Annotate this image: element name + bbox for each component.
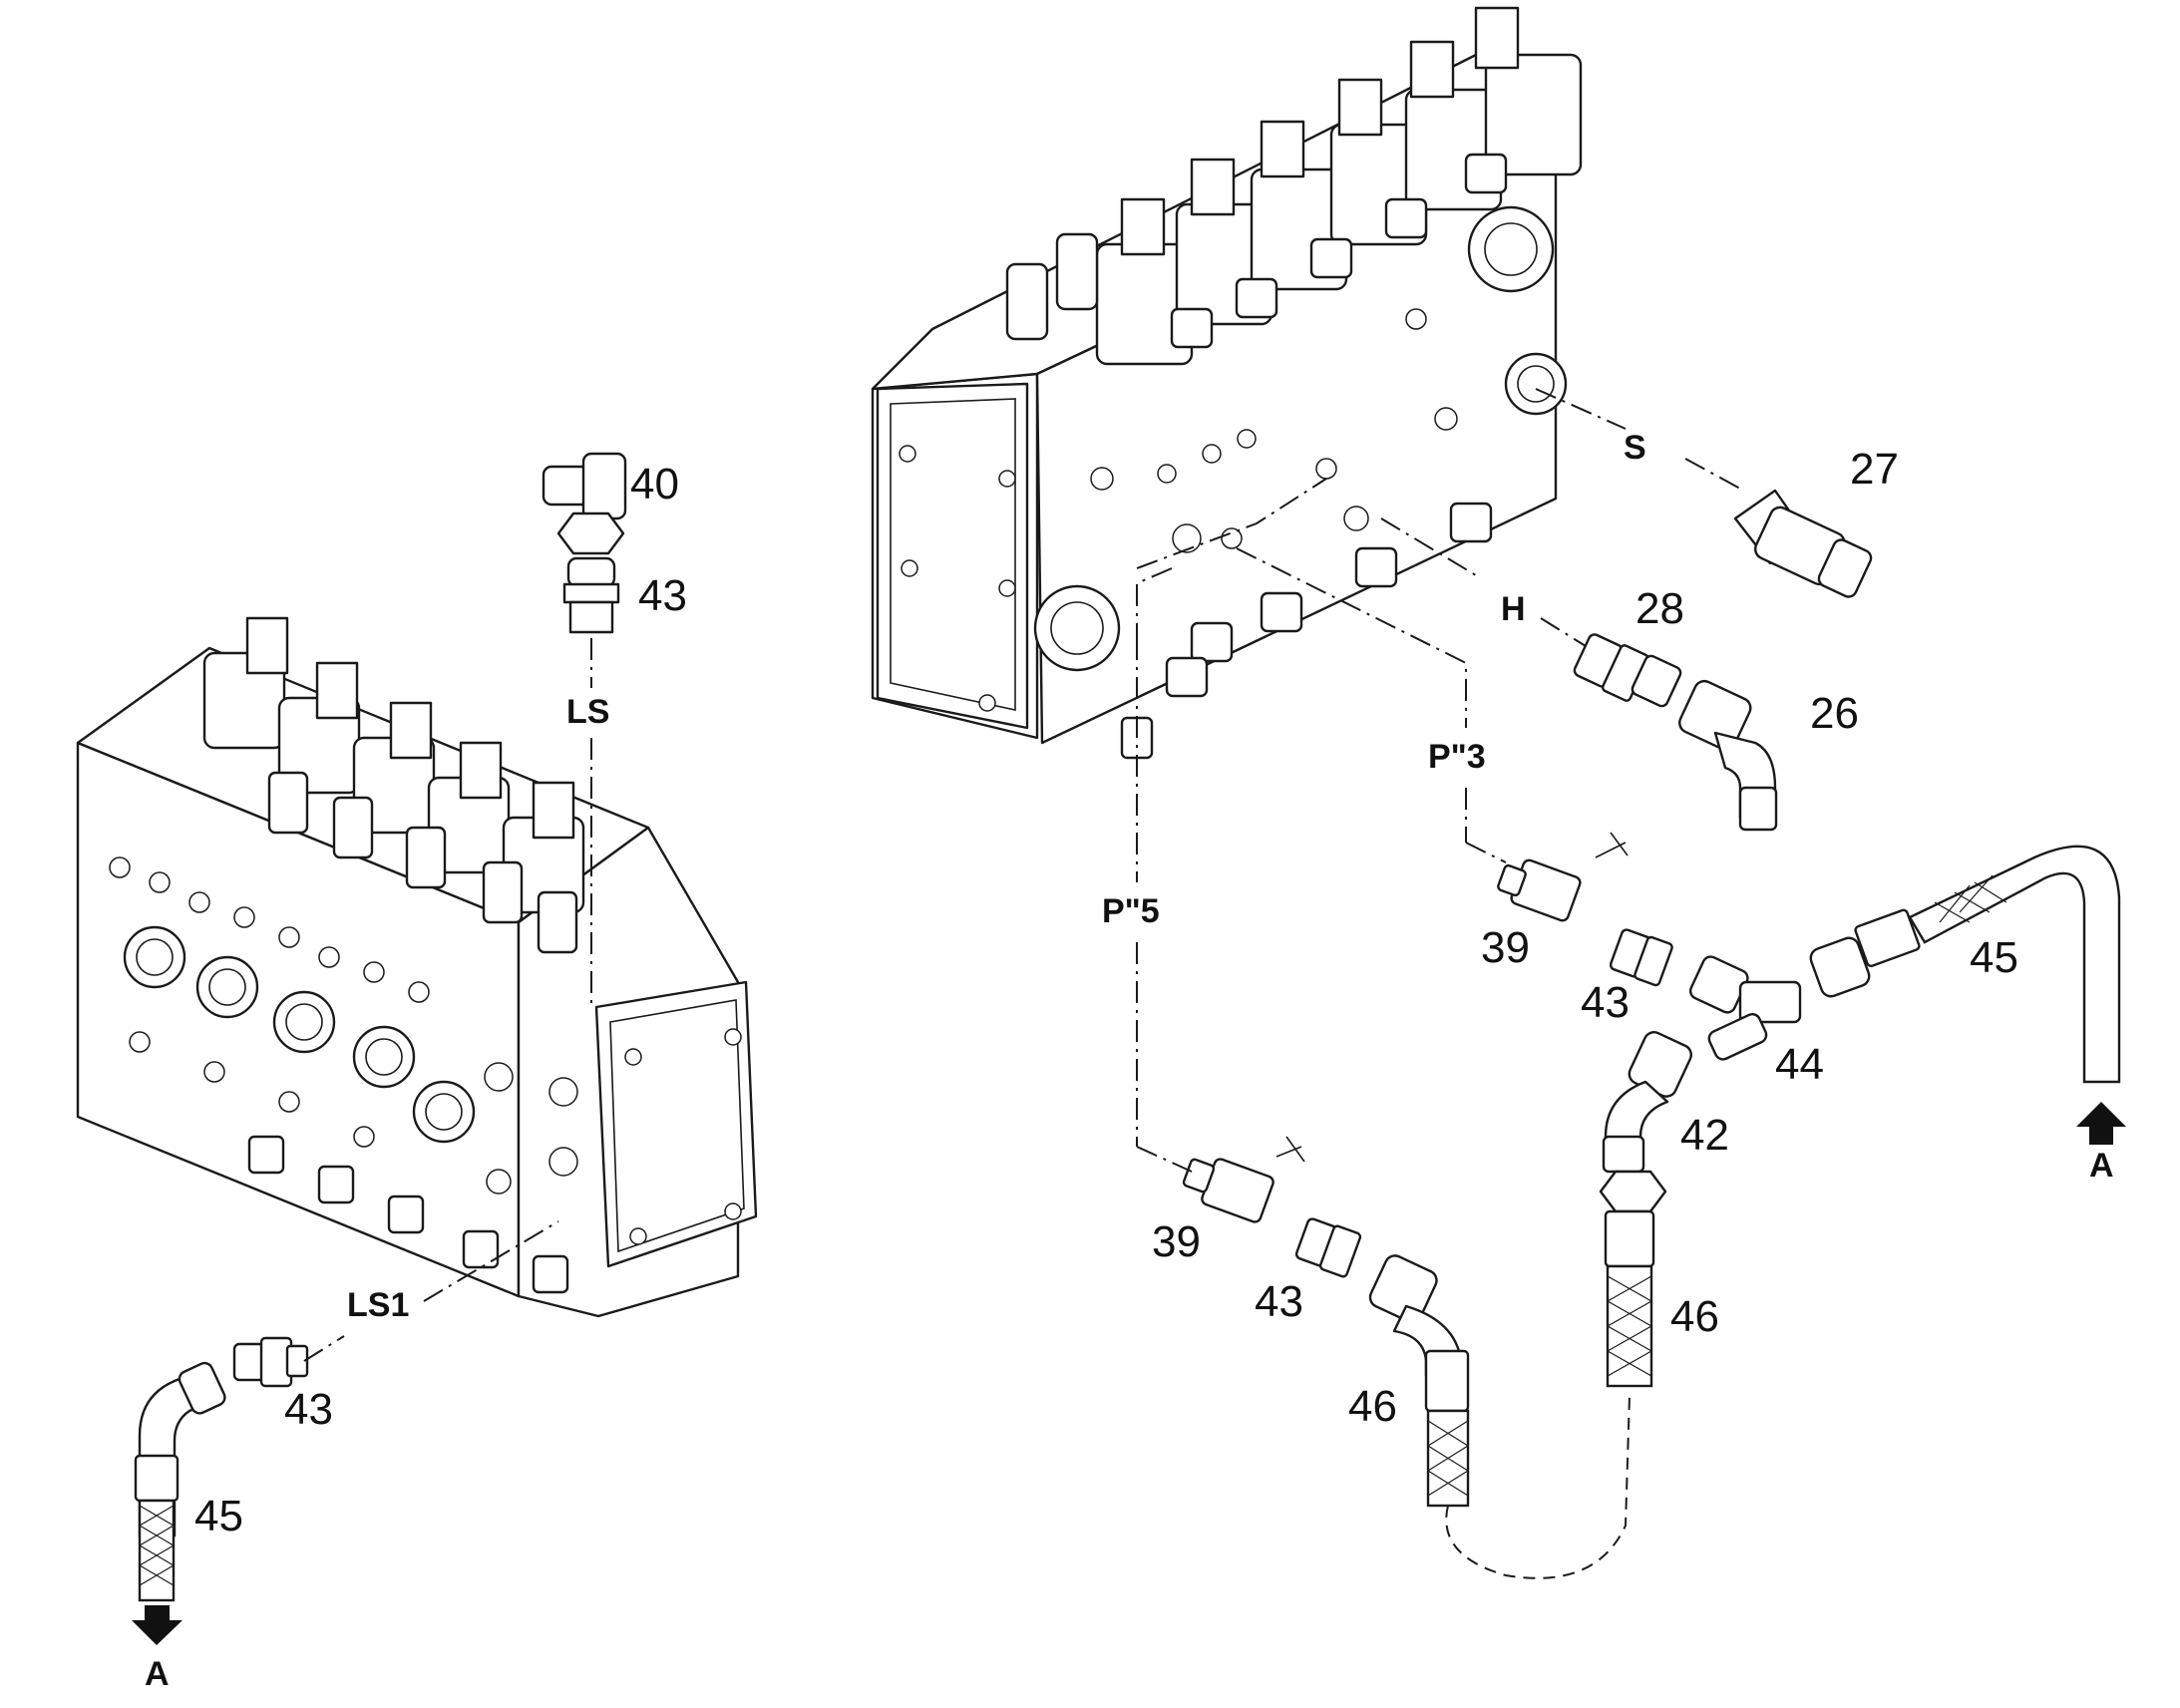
callout-43: 43 [638,571,687,620]
left-face-holes [109,856,578,1195]
right-elbow-26 [1678,679,1778,832]
left-spool-caps [202,616,585,914]
callout-45: 45 [1970,933,2018,982]
callout-39: 39 [1481,923,1530,972]
callout-26: 26 [1810,689,1859,738]
right-check-valve-39-lower [1182,1136,1305,1223]
right-adapter-43-lower [1294,1217,1362,1278]
port-label-a-left: A [145,1655,170,1693]
callout-39: 39 [1152,1217,1201,1266]
right-elbow-42 [1602,1031,1692,1174]
callout-42: 42 [1680,1111,1729,1160]
left-face-bolts [123,925,476,1144]
callout-46: 46 [1670,1292,1719,1341]
right-hose-45 [1809,845,2121,1084]
callout-43: 43 [1581,978,1630,1027]
right-adapter-28 [1573,633,1682,708]
right-adapter-27 [1733,489,1873,598]
left-bottom-stubs [247,1135,569,1294]
arrow-down-icon [132,1605,182,1645]
right-check-valve-39-upper [1497,832,1629,922]
right-hose-46-left [1368,1254,1470,1508]
callout-43: 43 [1255,1277,1303,1326]
left-front-fittings [267,771,578,954]
left-valve-block [76,616,758,1318]
port-labels: LS LS1 S H P"3 P"5 A A [145,429,2114,1693]
callout-43: 43 [284,1385,333,1434]
callout-44: 44 [1775,1040,1824,1089]
left-adapter-43-bottom [232,1336,309,1388]
callout-40: 40 [630,460,679,509]
left-adapter-43-top [562,556,620,634]
port-label-p5: P"5 [1102,892,1160,930]
callout-46: 46 [1348,1382,1397,1431]
left-hose-45 [134,1361,226,1602]
port-label-p3: P"3 [1428,738,1486,776]
callout-numbers: 40 43 43 45 27 28 26 39 43 44 45 42 46 3… [194,445,2018,1540]
port-label-a-right: A [2089,1147,2114,1185]
leader-lines [303,388,1741,1579]
right-adapter-43-upper [1609,928,1673,987]
right-side-fittings [1165,153,1508,698]
callout-45: 45 [194,1492,243,1540]
callout-28: 28 [1635,584,1684,633]
port-label-h: H [1501,590,1526,628]
left-elbow-40 [542,452,627,555]
right-tee-44 [1688,955,1802,1061]
port-label-ls: LS [566,693,609,731]
right-hose-46-right [1599,1170,1667,1388]
arrow-up-icon [2076,1102,2126,1145]
port-label-ls1: LS1 [347,1286,409,1324]
right-valve-block [871,6,1583,760]
port-label-s: S [1624,429,1646,467]
callout-27: 27 [1850,445,1899,494]
